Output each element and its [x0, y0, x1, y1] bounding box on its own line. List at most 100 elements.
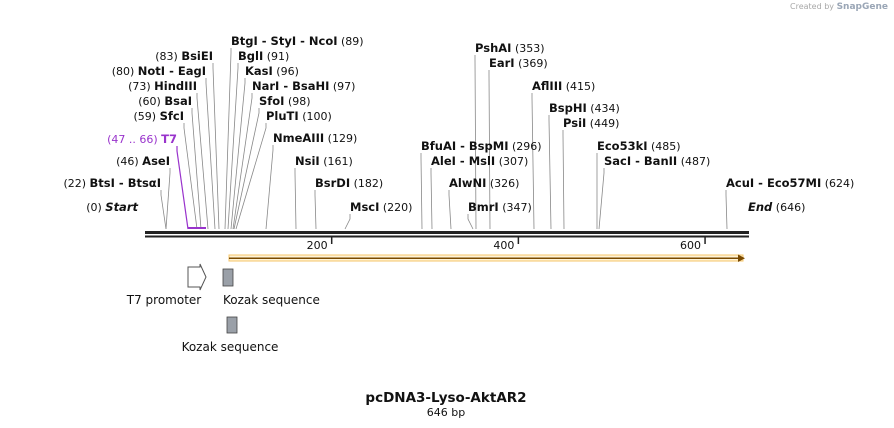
site-leader-lines — [160, 48, 728, 230]
kozak-box-2[interactable] — [226, 316, 238, 334]
ruler-tick-label-400: 400 — [493, 239, 514, 252]
site-name-pluti: PluTI — [266, 109, 299, 123]
site-name-alwni: AlwNI — [449, 176, 486, 190]
site-name-eco53ki: Eco53kI — [597, 139, 648, 153]
site-name-t7: T7 — [161, 132, 177, 146]
site-name-noti: NotI - EagI — [138, 64, 206, 78]
site-name-sfoi: SfoI — [259, 94, 284, 108]
site-label-sfci[interactable]: (59) SfcI — [134, 109, 184, 123]
site-label-acui[interactable]: AcuI - Eco57MI (624) — [726, 176, 854, 190]
leader-bfuai — [420, 153, 423, 230]
site-pos-noti: (80) — [112, 65, 135, 78]
site-label-afliii[interactable]: AflIII (415) — [532, 79, 595, 93]
site-pos-afliii: (415) — [566, 80, 596, 93]
leader-bgli — [227, 63, 239, 230]
site-label-kasi[interactable]: KasI (96) — [245, 64, 299, 78]
site-label-eco53ki[interactable]: Eco53kI (485) — [597, 139, 681, 153]
site-label-btsi[interactable]: (22) BtsI - BtsαI — [63, 176, 161, 190]
site-label-bsai[interactable]: (60) BsaI — [138, 94, 192, 108]
site-pos-pluti: (100) — [302, 110, 332, 123]
leader-alwni — [448, 190, 452, 230]
site-name-bmri: BmrI — [468, 200, 499, 214]
site-pos-nari: (97) — [333, 80, 356, 93]
leader-nari — [232, 93, 253, 230]
site-label-nmeaiii[interactable]: NmeAIII (129) — [273, 131, 357, 145]
site-pos-saci: (487) — [681, 155, 711, 168]
site-name-msci: MscI — [350, 200, 379, 214]
site-name-bgli: BglI — [238, 49, 263, 63]
site-name-pshai: PshAI — [475, 41, 511, 55]
site-label-bsiei[interactable]: (83) BsiEI — [155, 49, 213, 63]
leader-bsrdi — [314, 190, 317, 230]
site-pos-eari: (369) — [518, 57, 548, 70]
site-label-hindiii[interactable]: (73) HindIII — [128, 79, 197, 93]
feature-label-t7-promoter: T7 promoter — [126, 293, 202, 307]
site-name-bsrdi: BsrDI — [315, 176, 350, 190]
feature-label-kozak-1: Kozak sequence — [223, 293, 320, 307]
site-name-saci: SacI - BanII — [604, 154, 677, 168]
site-pos-asei: (46) — [116, 155, 139, 168]
leader-t7 — [176, 146, 189, 230]
site-label-start[interactable]: (0) Start — [86, 200, 138, 214]
leader-eari — [488, 70, 491, 230]
site-name-bsai: BsaI — [164, 94, 192, 108]
site-label-btgi[interactable]: BtgI - StyI - NcoI (89) — [231, 34, 364, 48]
site-label-nsii[interactable]: NsiI (161) — [295, 154, 353, 168]
site-label-saci[interactable]: SacI - BanII (487) — [604, 154, 710, 168]
sequence-backbone-bottom — [145, 235, 749, 238]
leader-btsi — [160, 190, 167, 230]
site-name-psii: PsiI — [563, 116, 586, 130]
sequence-backbone-top — [145, 231, 749, 234]
site-label-psii[interactable]: PsiI (449) — [563, 116, 619, 130]
site-pos-sfci: (59) — [134, 110, 157, 123]
site-label-pluti[interactable]: PluTI (100) — [266, 109, 332, 123]
site-pos-nsii: (161) — [323, 155, 353, 168]
t7-promoter-arrow-icon[interactable] — [187, 263, 207, 291]
leader-bsai — [191, 108, 202, 230]
kozak-box-1[interactable] — [222, 268, 234, 287]
site-label-pshai[interactable]: PshAI (353) — [475, 41, 545, 55]
site-pos-alei: (307) — [499, 155, 529, 168]
site-label-bfuai[interactable]: BfuAI - BspMI (296) — [421, 139, 542, 153]
t7-feature-bar[interactable] — [188, 227, 206, 229]
site-name-sfci: SfcI — [160, 109, 184, 123]
site-label-t7[interactable]: (47 .. 66) T7 — [107, 132, 177, 146]
site-labels: (0) Start (22) BtsI - BtsαI (46) AseI (47 .… — [63, 34, 854, 214]
site-label-alei[interactable]: AleI - MslI (307) — [431, 154, 528, 168]
site-pos-bfuai: (296) — [512, 140, 542, 153]
leader-bsiei — [212, 63, 220, 230]
site-name-nsii: NsiI — [295, 154, 320, 168]
credit-prefix: Created by — [790, 2, 835, 11]
site-name-afliii: AflIII — [532, 79, 562, 93]
site-pos-nmeaiii: (129) — [328, 132, 358, 145]
site-pos-eco53ki: (485) — [651, 140, 681, 153]
site-name-acui: AcuI - Eco57MI — [726, 176, 821, 190]
site-label-alwni[interactable]: AlwNI (326) — [449, 176, 519, 190]
site-label-sfoi[interactable]: SfoI (98) — [259, 94, 311, 108]
site-pos-pshai: (353) — [515, 42, 545, 55]
leader-alei — [430, 168, 433, 230]
site-label-bgli[interactable]: BglI (91) — [238, 49, 289, 63]
site-label-msci[interactable]: MscI (220) — [350, 200, 412, 214]
site-name-bsiei: BsiEI — [181, 49, 213, 63]
site-name-alei: AleI - MslI — [431, 154, 495, 168]
site-label-bsphi[interactable]: BspHI (434) — [549, 101, 620, 115]
site-label-nari[interactable]: NarI - BsaHI (97) — [252, 79, 355, 93]
site-label-eari[interactable]: EarI (369) — [489, 56, 548, 70]
site-pos-btgi: (89) — [341, 35, 364, 48]
site-label-asei[interactable]: (46) AseI — [116, 154, 170, 168]
site-label-end[interactable]: End (646) — [748, 200, 805, 214]
site-pos-bsai: (60) — [138, 95, 161, 108]
leader-nsii — [294, 168, 297, 230]
site-label-bsrdi[interactable]: BsrDI (182) — [315, 176, 383, 190]
site-label-noti[interactable]: (80) NotI - EagI — [112, 64, 206, 78]
map-length: 646 bp — [427, 406, 465, 419]
site-pos-acui: (624) — [825, 177, 855, 190]
site-label-bmri[interactable]: BmrI (347) — [468, 200, 532, 214]
leader-sfoi — [233, 108, 260, 230]
leader-sfci — [183, 123, 198, 230]
orf-arrow[interactable] — [228, 254, 745, 263]
leader-pshai — [474, 55, 477, 230]
